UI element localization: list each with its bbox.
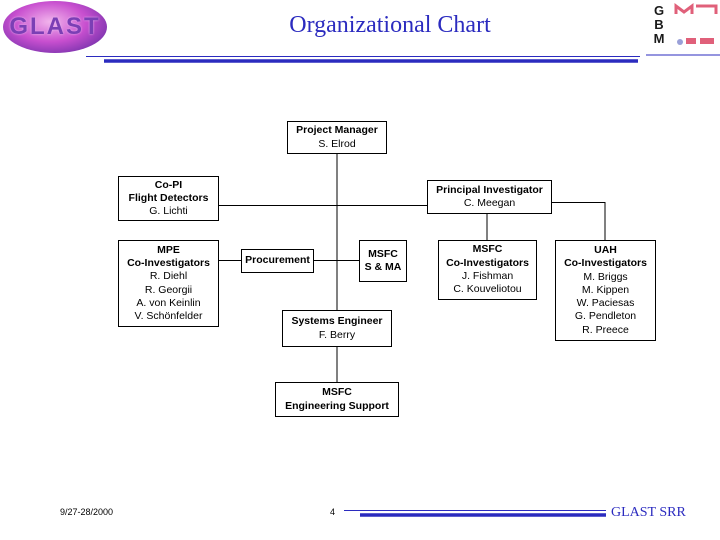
msfc-sma-title-line2: S & MA (364, 261, 402, 273)
uah-title-line1: UAH (594, 243, 617, 256)
pi-title: Principal Investigator (436, 183, 543, 196)
footer-date: 9/27-28/2000 (60, 507, 114, 517)
mpe-name-2: R. Georgii (144, 283, 193, 296)
engineering-support-box: MSFC Engineering Support (275, 382, 399, 417)
msfc-sma-title-line1: MSFC (368, 247, 398, 260)
footer-label: GLAST SRR (611, 505, 686, 520)
gbm-letter-b: B (654, 17, 664, 32)
pi-name: C. Meegan (463, 197, 516, 209)
uah-name-2: M. Kippen (581, 283, 630, 296)
co-pi-name: G. Lichti (149, 205, 188, 218)
mpe-name-1: R. Diehl (149, 270, 188, 283)
uah-name-5: R. Preece (582, 323, 629, 336)
systems-engineer-name: F. Berry (318, 328, 356, 341)
co-pi-box: Co-PI Flight Detectors G. Lichti (118, 176, 219, 221)
mpe-name-4: V. Schönfelder (134, 310, 203, 323)
mpe-box: MPE Co-Investigators R. Diehl R. Georgii… (118, 240, 219, 327)
mpe-name-3: A. von Keinlin (136, 296, 201, 309)
msfc-coi-title-line2: Co-Investigators (446, 256, 529, 269)
uah-name-1: M. Briggs (583, 270, 628, 283)
principal-investigator-box: Principal Investigator C. Meegan (427, 180, 552, 214)
msfc-coi-box: MSFC Co-Investigators J. Fishman C. Kouv… (438, 240, 537, 300)
co-pi-title-line2: Flight Detectors (128, 191, 209, 204)
uah-name-3: W. Paciesas (576, 297, 635, 310)
msfc-sma-box: MSFC S & MA (359, 240, 407, 282)
msfc-coi-title-line1: MSFC (472, 243, 503, 256)
gbm-logo-letters: G B M (650, 4, 668, 46)
glast-logo: GLAST (3, 1, 107, 53)
procurement-title: Procurement (245, 254, 310, 267)
page-title: Organizational Chart (289, 12, 491, 38)
systems-engineer-box: Systems Engineer F. Berry (282, 310, 392, 347)
engineering-support-line1: MSFC (322, 386, 352, 399)
mpe-title-line2: Co-Investigators (127, 256, 210, 269)
page-number: 4 (330, 507, 336, 517)
mpe-title-line1: MPE (157, 243, 180, 256)
gbm-logo: G B M (646, 2, 720, 50)
uah-title-line2: Co-Investigators (564, 257, 647, 270)
msfc-coi-name-1: J. Fishman (461, 270, 514, 282)
gbm-letter-g: G (653, 3, 665, 18)
gbm-logo-mark (674, 3, 718, 45)
uah-box: UAH Co-Investigators M. Briggs M. Kippen… (555, 240, 656, 341)
msfc-coi-name-2: C. Kouveliotou (453, 283, 522, 296)
co-pi-title-line1: Co-PI (154, 178, 183, 191)
uah-name-4: G. Pendleton (574, 310, 637, 323)
project-manager-title: Project Manager (296, 124, 378, 137)
engineering-support-line2: Engineering Support (285, 399, 389, 412)
project-manager-name: S. Elrod (318, 137, 356, 150)
project-manager-box: Project Manager S. Elrod (287, 121, 387, 154)
gbm-letter-m: M (653, 31, 665, 46)
glast-logo-text: GLAST (9, 13, 101, 40)
systems-engineer-title: Systems Engineer (291, 315, 383, 328)
procurement-box: Procurement (241, 249, 314, 273)
